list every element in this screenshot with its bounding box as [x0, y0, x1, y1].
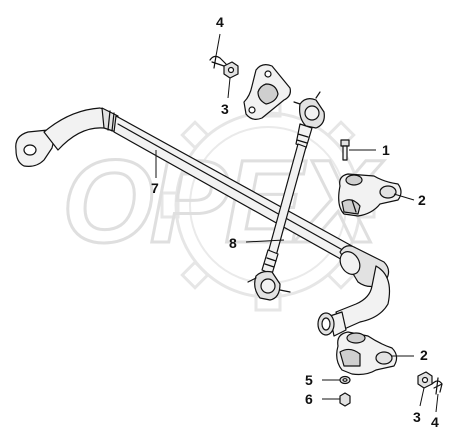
nut-small [339, 392, 351, 407]
callout-washer: 5 [305, 372, 313, 388]
washer [339, 375, 351, 385]
stabilizer-bar [15, 107, 391, 337]
clamp-bracket-lower [336, 331, 398, 376]
nut-upper [223, 61, 239, 79]
link-rod [247, 91, 325, 301]
callout-link-rod: 8 [229, 235, 237, 251]
callout-cotter-pin-lower: 4 [431, 414, 439, 430]
callout-stabilizer-bar: 7 [151, 180, 159, 196]
cotter-pin-upper [209, 55, 227, 69]
callout-nut-small: 6 [305, 391, 313, 407]
upper-mount-plate [243, 64, 291, 120]
nut-lower [417, 371, 433, 389]
watermark-logo: OPEX [61, 98, 390, 312]
callout-nut-upper: 3 [221, 101, 229, 117]
clamp-bracket-upper [338, 173, 402, 217]
callout-bolt: 1 [382, 142, 390, 158]
callout-labels: 1 2 2 3 3 4 4 5 6 7 8 [151, 14, 439, 430]
leader-lines [155, 33, 439, 413]
callout-nut-lower: 3 [413, 409, 421, 425]
callout-cotter-pin-upper: 4 [216, 14, 224, 30]
cotter-pin-lower [431, 377, 443, 395]
bolt [340, 139, 350, 161]
callout-bracket-lower: 2 [420, 347, 428, 363]
callout-bracket-upper: 2 [418, 192, 426, 208]
